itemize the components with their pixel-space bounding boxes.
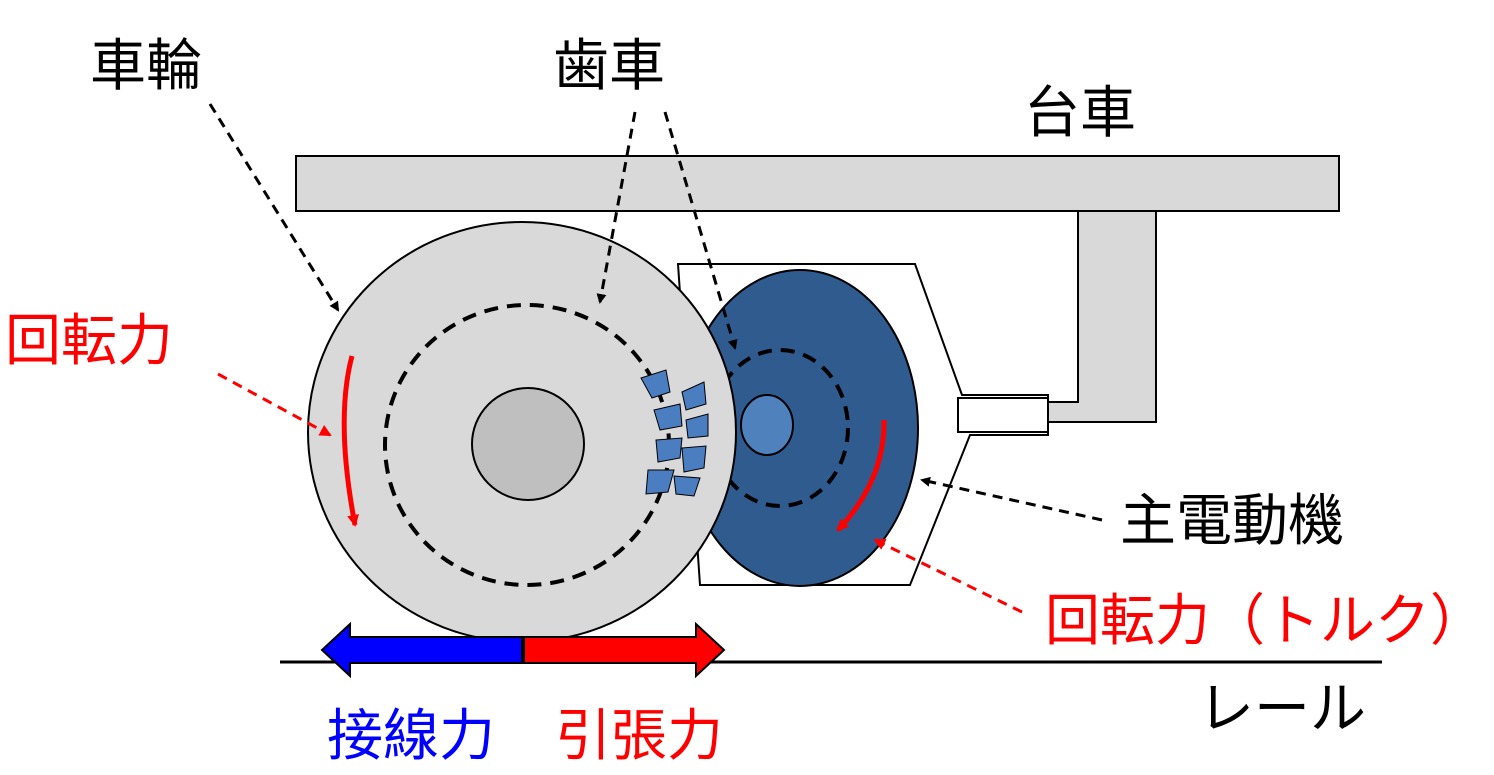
label-rotational-force-motor: 回転力（トルク） [1045,589,1485,654]
leader-motor [920,476,1103,522]
motor-hub [740,394,794,456]
leader-wheel [208,103,340,312]
label-wheel: 車輪 [90,34,202,99]
label-bogie: 台車 [1024,81,1136,146]
leader-rotational-force-motor [873,538,1023,614]
double-arrow-icon [320,621,523,679]
leader-rotational-force-wheel [217,372,332,437]
label-rotational-force-wheel: 回転力 [5,309,173,374]
motor-shaft-block [957,397,1049,433]
label-rail: レール [1198,677,1366,742]
rotation-arrow-icon [341,355,360,527]
motor-hanger [1047,210,1157,423]
double-arrow-icon [523,621,726,679]
motor-gear-pitch-circle [710,348,850,508]
gear-teeth [640,369,709,497]
leader-gear-motor [663,111,738,350]
rotation-arrow-icon [836,419,887,532]
wheel-hub [471,387,585,501]
leader-gear-wheel [596,111,637,304]
label-tractive-force: 引張力 [555,704,723,769]
bogie-frame [295,155,1340,212]
label-tangential-force: 接線力 [327,704,495,769]
label-traction-motor: 主電動機 [1120,489,1344,554]
label-gear: 歯車 [553,34,665,99]
